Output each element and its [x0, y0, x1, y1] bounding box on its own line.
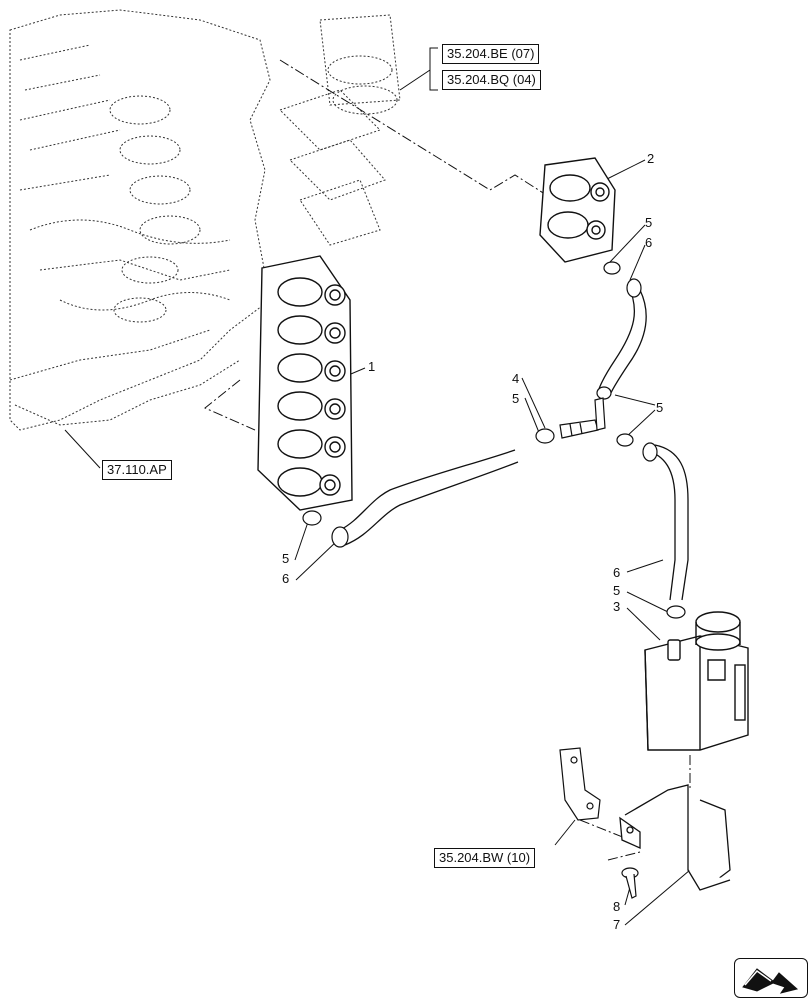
callout-6-left: 6 — [282, 571, 290, 586]
callout-1: 1 — [368, 359, 376, 374]
next-page-button[interactable] — [734, 958, 808, 998]
next-page-arrow-icon — [742, 968, 799, 994]
holder-clip — [559, 747, 601, 821]
mounting-bracket — [619, 784, 731, 891]
coupler-block-1 — [257, 255, 353, 511]
callout-5-right: 5 — [656, 400, 664, 415]
callout-7: 7 — [613, 917, 621, 932]
reference-box-35-204-be[interactable]: 35.204.BE (07) — [442, 44, 540, 64]
reservoir-tank — [644, 611, 749, 751]
callout-5-left: 5 — [282, 551, 290, 566]
callout-3: 3 — [613, 599, 621, 614]
callout-8: 8 — [613, 899, 621, 914]
hoses — [339, 284, 689, 601]
callout-4: 4 — [512, 371, 520, 386]
screw — [621, 867, 639, 899]
engine-block-background — [9, 9, 401, 431]
callout-6-upper: 6 — [645, 235, 653, 250]
reference-box-37-110-ap[interactable]: 37.110.AP — [102, 460, 172, 480]
callout-6-lower: 6 — [613, 565, 621, 580]
reference-box-35-204-bw[interactable]: 35.204.BW (10) — [434, 848, 536, 868]
tee-fitting — [559, 397, 606, 439]
callout-5-lower: 5 — [613, 583, 621, 598]
reference-box-35-204-bq[interactable]: 35.204.BQ (04) — [442, 70, 541, 90]
callout-2: 2 — [647, 151, 655, 166]
clamps — [302, 261, 686, 619]
callout-5-upper: 5 — [645, 215, 653, 230]
coupler-block-2 — [539, 157, 616, 263]
callout-5-tee: 5 — [512, 391, 520, 406]
